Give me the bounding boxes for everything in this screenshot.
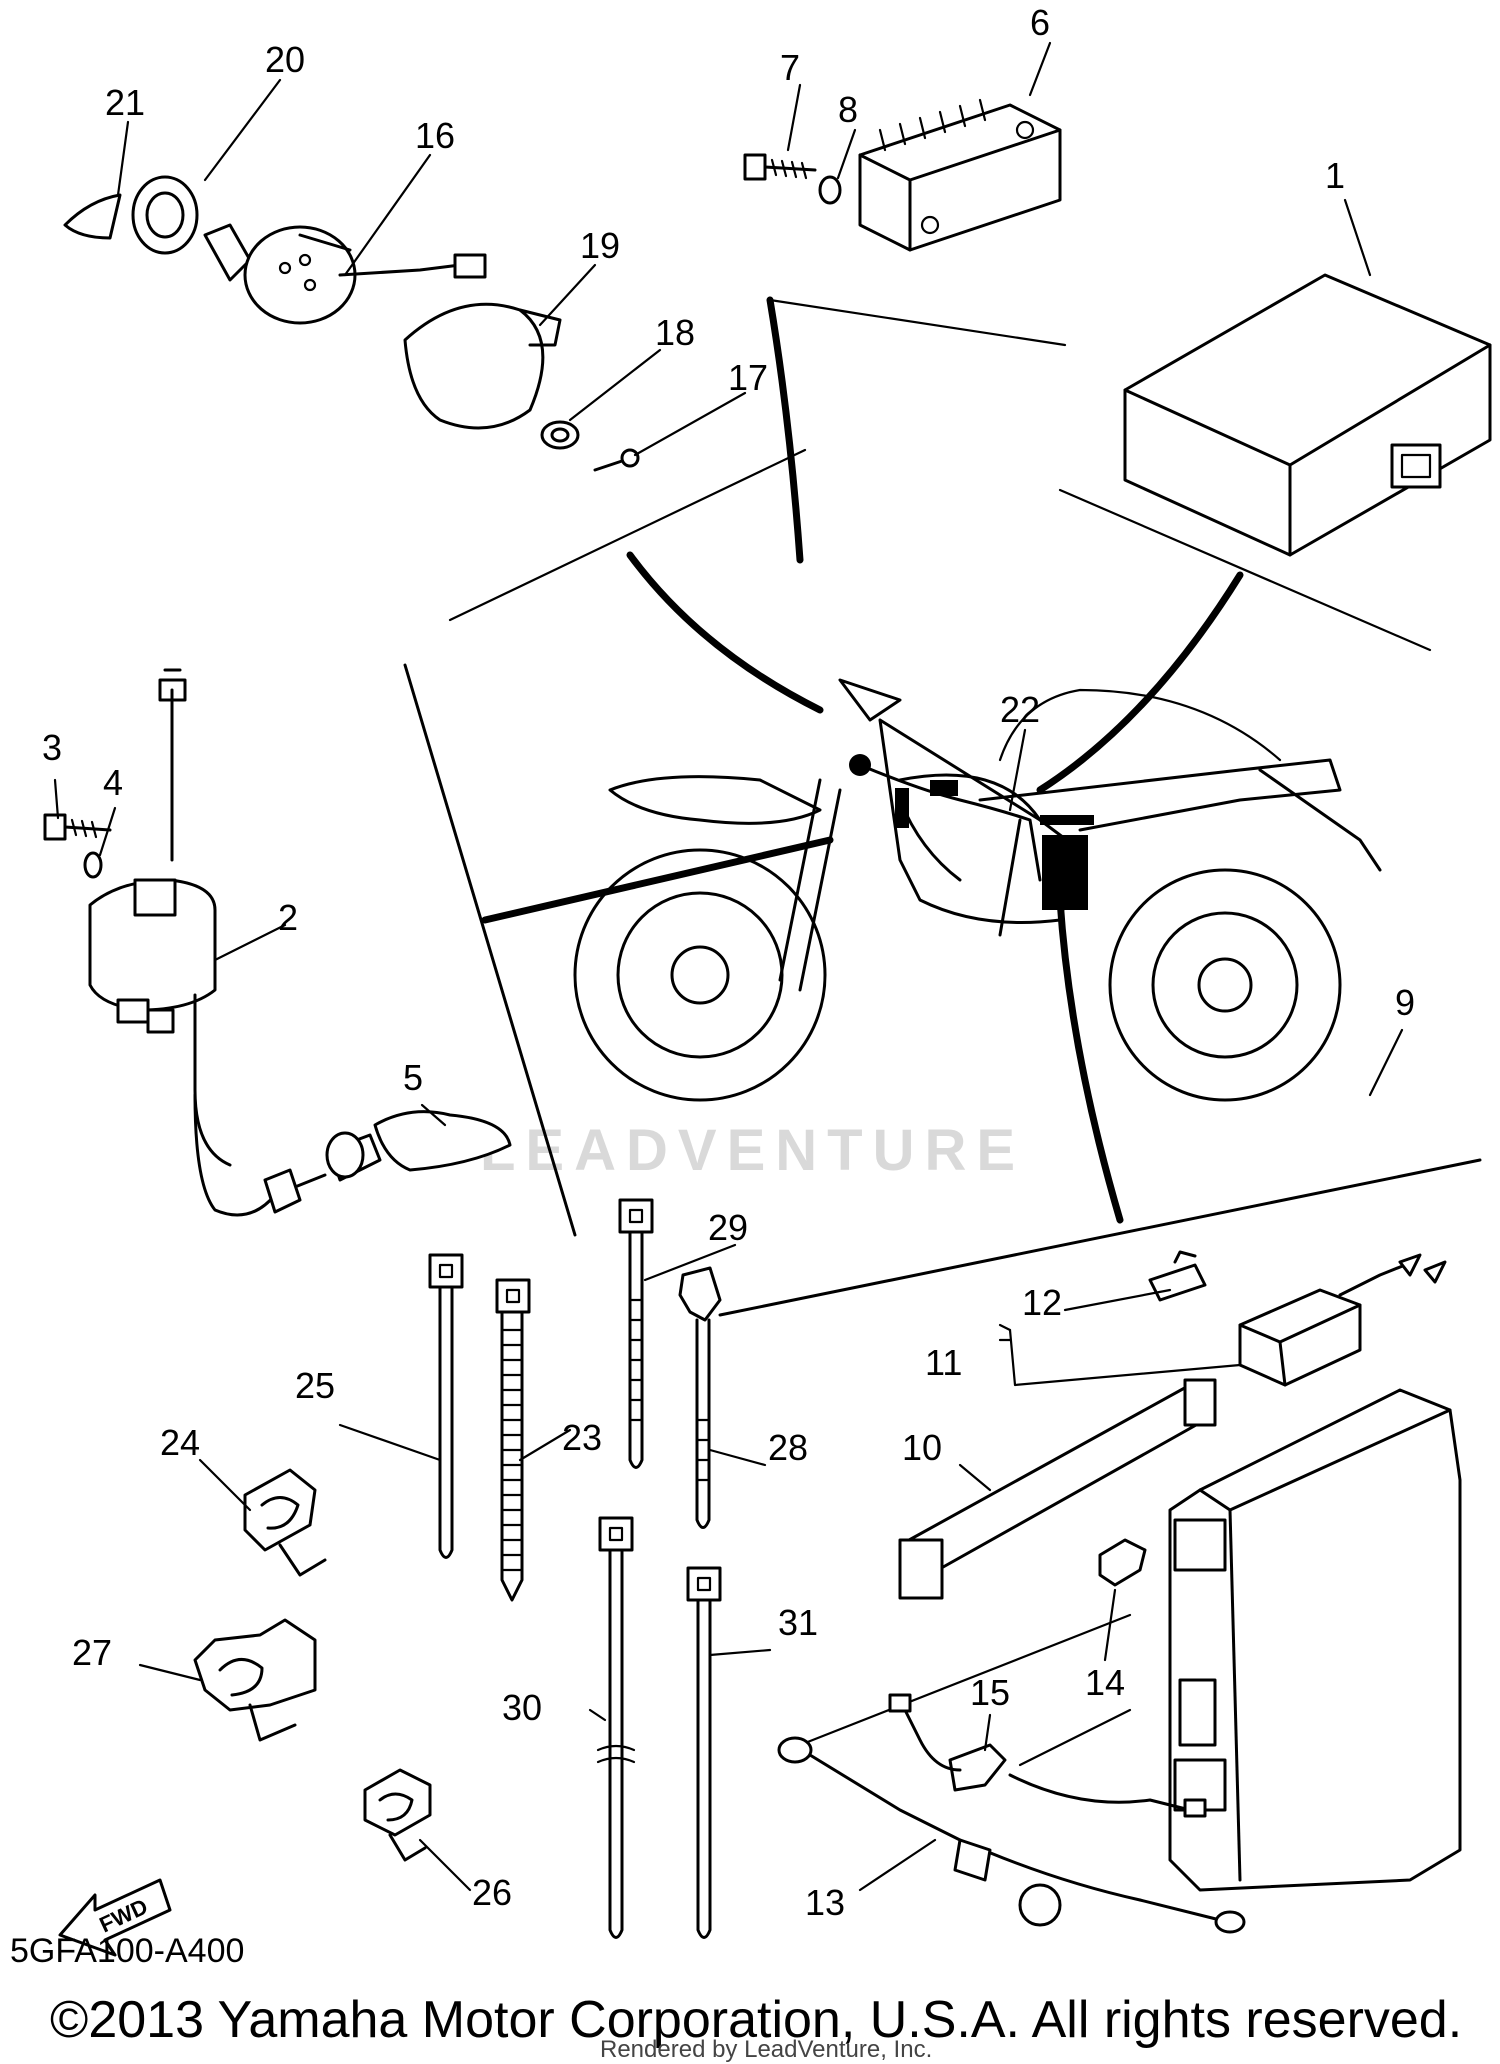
callout-numbers: 1 2 3 4 5 6 7 8 9 10 11 12 13 14 15 16 1… <box>42 2 1415 1923</box>
spark-plug-cap-part <box>193 1093 512 1217</box>
clamp-26-part <box>363 1768 432 1862</box>
callout-8: 8 <box>838 89 858 130</box>
fwd-arrow-icon: FWD <box>58 1878 172 1957</box>
cable-tie-28-part <box>678 1266 722 1529</box>
callout-2: 2 <box>278 897 298 938</box>
callout-4: 4 <box>103 762 123 803</box>
callout-9: 9 <box>1395 982 1415 1023</box>
washer-8-part <box>818 175 842 205</box>
cable-tie-30-part <box>596 1516 636 1939</box>
cable-tie-29-part <box>618 1198 654 1469</box>
cable-tie-25-part <box>428 1253 464 1559</box>
callout-28: 28 <box>768 1427 808 1468</box>
battery-cable-part <box>777 1613 1246 1934</box>
callout-7: 7 <box>780 47 800 88</box>
leader-lines <box>53 41 1404 1892</box>
callout-20: 20 <box>265 39 305 80</box>
bolt-7-part <box>743 153 817 181</box>
cable-tie-23-part <box>495 1278 531 1602</box>
callout-29: 29 <box>708 1207 748 1248</box>
callout-3: 3 <box>42 727 62 768</box>
callout-26: 26 <box>472 1872 512 1913</box>
ignition-coil-part <box>88 668 232 1167</box>
battery-part <box>1168 1388 1462 1892</box>
callout-27: 27 <box>72 1632 112 1673</box>
cable-tie-31-part <box>686 1566 722 1939</box>
callout-17: 17 <box>728 357 768 398</box>
rendered-by-text: Rendered by LeadVenture, Inc. <box>600 2036 933 2063</box>
callout-5: 5 <box>403 1057 423 1098</box>
callout-1: 1 <box>1325 155 1345 196</box>
callout-10: 10 <box>902 1427 942 1468</box>
callout-15: 15 <box>970 1672 1010 1713</box>
divider-lines <box>403 296 1482 1317</box>
callout-16: 16 <box>415 115 455 156</box>
watermark-text: LEADVENTURE <box>480 1118 1025 1183</box>
callout-19: 19 <box>580 225 620 266</box>
clamp-27-part <box>193 1618 317 1742</box>
washer-4-part <box>83 851 103 879</box>
callout-30: 30 <box>502 1687 542 1728</box>
callout-23: 23 <box>562 1417 602 1458</box>
callout-11: 11 <box>925 1342 962 1383</box>
clamp-24-part <box>243 1468 327 1577</box>
battery-band-part <box>898 1378 1217 1600</box>
wire-harness-part <box>849 754 1094 937</box>
rectifier-regulator-part <box>858 98 1062 252</box>
callout-18: 18 <box>655 312 695 353</box>
callout-24: 24 <box>160 1422 200 1463</box>
copyright-notice: ©2013 Yamaha Motor Corporation, U.S.A. A… <box>50 1991 1463 2049</box>
drawing-code: 5GFA100-A400 <box>10 1932 245 1970</box>
starter-relay-part <box>1238 1253 1447 1387</box>
bolt-3-part <box>43 813 112 841</box>
callout-22: 22 <box>1000 689 1040 730</box>
clip-14-part <box>1098 1538 1147 1587</box>
callout-6: 6 <box>1030 2 1050 43</box>
callout-14: 14 <box>1085 1662 1125 1703</box>
bracket-11-line <box>998 1328 1242 1387</box>
callout-21: 21 <box>105 82 145 123</box>
main-switch-assembly <box>63 175 640 472</box>
motorcycle-illustration <box>573 678 1382 1102</box>
callout-25: 25 <box>295 1365 335 1406</box>
starter-cable-part <box>888 1693 1207 1818</box>
cdi-unit-part <box>1123 273 1492 557</box>
callout-31: 31 <box>778 1602 818 1643</box>
callout-13: 13 <box>805 1882 845 1923</box>
callout-12: 12 <box>1022 1282 1062 1323</box>
